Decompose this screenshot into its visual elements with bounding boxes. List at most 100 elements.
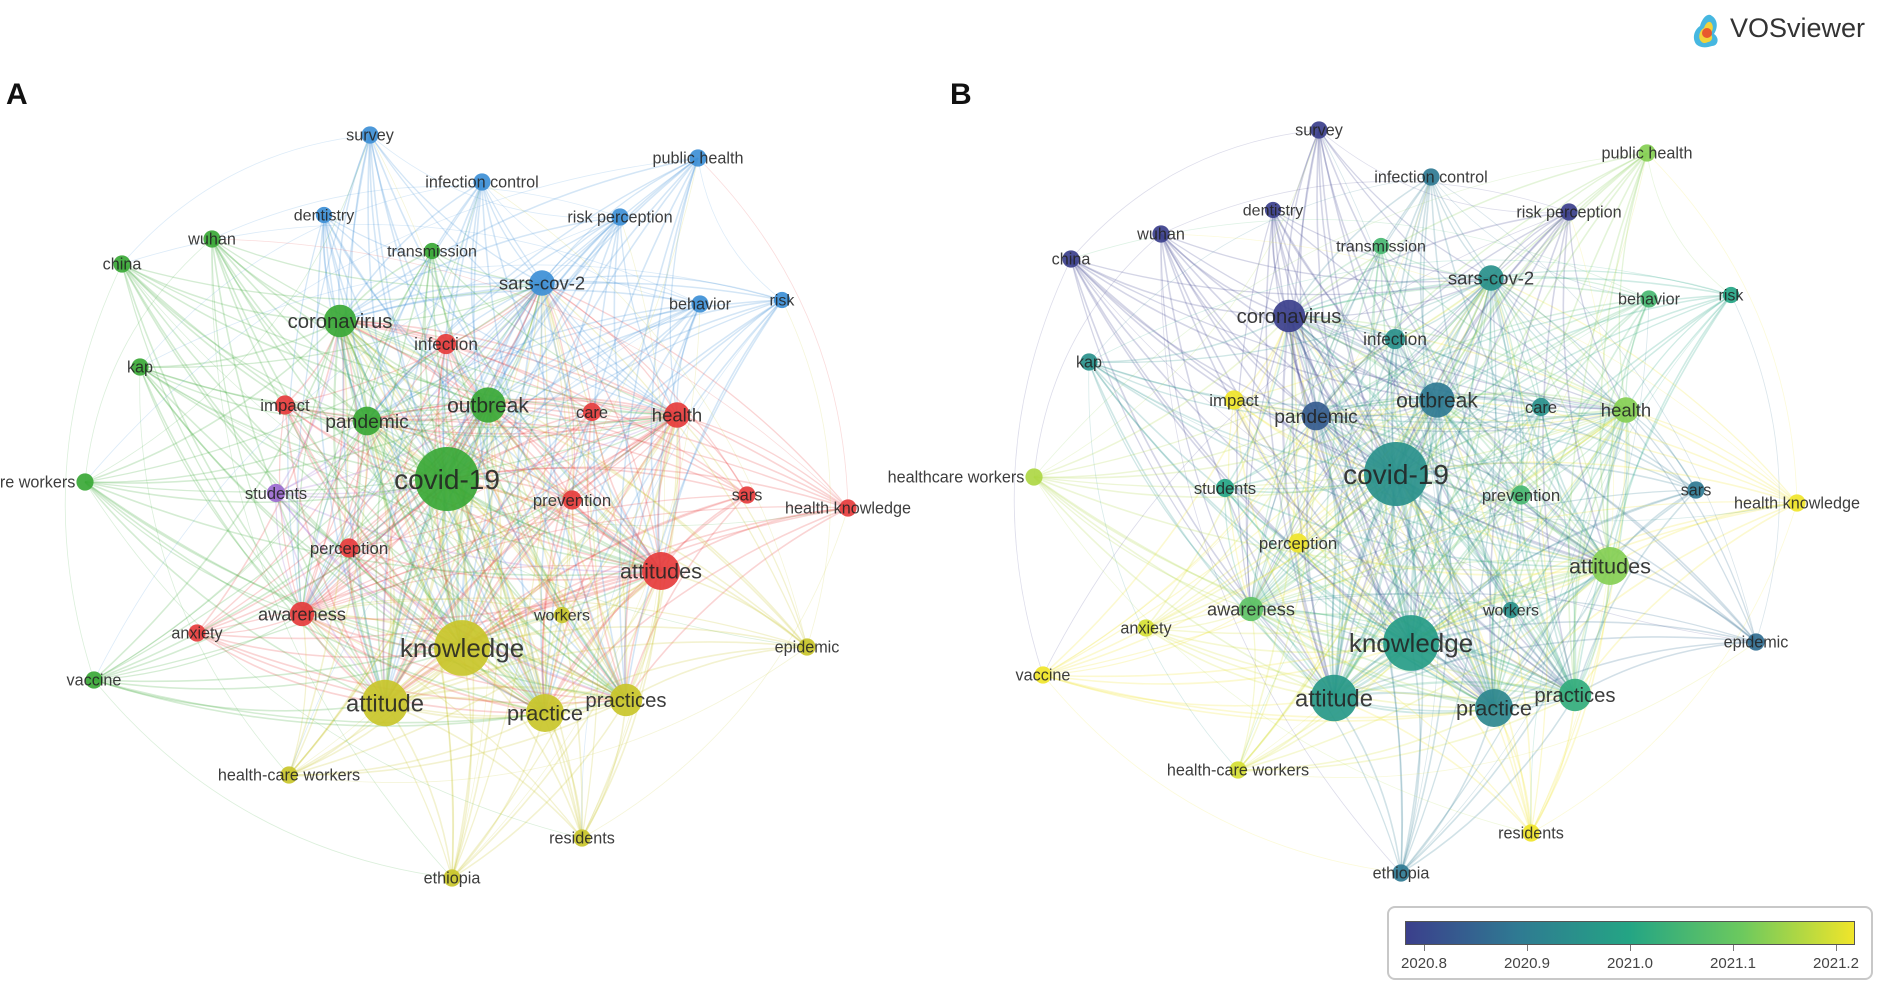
- node-practices[interactable]: [609, 683, 643, 717]
- node-sars[interactable]: [738, 486, 756, 504]
- label-china[interactable]: china: [1052, 251, 1091, 269]
- node-practice[interactable]: [526, 694, 564, 732]
- node-infection[interactable]: [435, 333, 457, 355]
- node-survey[interactable]: [361, 126, 379, 144]
- label-infection-control[interactable]: infection control: [425, 174, 538, 192]
- label-kap[interactable]: kap: [1076, 354, 1102, 372]
- node-china[interactable]: [113, 255, 131, 273]
- label-prevention[interactable]: prevention: [1482, 486, 1560, 505]
- label-covid-19[interactable]: covid-19: [1343, 459, 1449, 490]
- node-coronavirus[interactable]: [1272, 299, 1306, 333]
- label-perception[interactable]: perception: [1259, 534, 1337, 553]
- label-risk-perception[interactable]: risk perception: [1516, 204, 1621, 222]
- node-workers[interactable]: [1502, 601, 1520, 619]
- label-awareness[interactable]: awareness: [258, 604, 346, 624]
- node-prevention[interactable]: [562, 490, 582, 510]
- node-risk-perception[interactable]: [611, 208, 629, 226]
- label-workers[interactable]: workers: [1482, 603, 1539, 620]
- node-kap[interactable]: [1080, 353, 1098, 371]
- label-behavior[interactable]: behavior: [669, 296, 732, 314]
- node-public-health[interactable]: [689, 149, 707, 167]
- label-workers[interactable]: workers: [533, 608, 590, 625]
- label-practices[interactable]: practices: [1534, 685, 1615, 707]
- node-public-health[interactable]: [1638, 144, 1656, 162]
- label-residents[interactable]: residents: [1498, 825, 1564, 843]
- label-epidemic[interactable]: epidemic: [775, 639, 840, 657]
- label-anxiety[interactable]: anxiety: [171, 625, 223, 643]
- node-pandemic[interactable]: [352, 406, 382, 436]
- node-health-care-workers[interactable]: [280, 766, 298, 784]
- label-sars-cov-2[interactable]: sars-cov-2: [1448, 267, 1534, 288]
- label-prevention[interactable]: prevention: [533, 491, 611, 510]
- node-sars-cov-2[interactable]: [529, 270, 555, 296]
- label-china[interactable]: china: [103, 256, 142, 274]
- node-ethiopia[interactable]: [443, 869, 461, 887]
- node-perception[interactable]: [339, 538, 359, 558]
- node-students[interactable]: [266, 483, 286, 503]
- label-health-care-workers[interactable]: health-care workers: [218, 767, 360, 785]
- label-residents[interactable]: residents: [549, 830, 615, 848]
- node-vaccine[interactable]: [85, 671, 103, 689]
- label-survey[interactable]: survey: [346, 127, 395, 145]
- node-transmission[interactable]: [1372, 237, 1390, 255]
- node-health-knowledge[interactable]: [839, 499, 857, 517]
- label-knowledge[interactable]: knowledge: [1349, 628, 1473, 658]
- node-risk[interactable]: [773, 291, 791, 309]
- label-infection-control[interactable]: infection control: [1374, 169, 1487, 187]
- node-epidemic[interactable]: [1747, 633, 1765, 651]
- node-healthcare-workers[interactable]: [76, 473, 94, 491]
- node-knowledge[interactable]: [1383, 615, 1439, 671]
- label-outbreak[interactable]: outbreak: [447, 394, 529, 417]
- node-anxiety[interactable]: [188, 624, 206, 642]
- label-perception[interactable]: perception: [310, 539, 388, 558]
- label-health-knowledge[interactable]: health knowledge: [785, 500, 911, 518]
- node-covid-19[interactable]: [1364, 442, 1428, 506]
- node-residents[interactable]: [1522, 824, 1540, 842]
- node-health-knowledge[interactable]: [1788, 494, 1806, 512]
- node-impact[interactable]: [275, 395, 295, 415]
- label-coronavirus[interactable]: coronavirus: [1237, 306, 1342, 328]
- node-health[interactable]: [664, 402, 690, 428]
- label-behavior[interactable]: behavior: [1618, 291, 1681, 309]
- node-health[interactable]: [1613, 397, 1639, 423]
- label-practice[interactable]: practice: [1456, 696, 1532, 721]
- node-epidemic[interactable]: [798, 638, 816, 656]
- node-infection-control[interactable]: [1422, 168, 1440, 186]
- node-dentistry[interactable]: [315, 206, 333, 224]
- node-china[interactable]: [1062, 250, 1080, 268]
- node-practices[interactable]: [1558, 678, 1592, 712]
- label-health[interactable]: health: [652, 404, 702, 425]
- label-ethiopia[interactable]: ethiopia: [424, 870, 481, 888]
- node-survey[interactable]: [1310, 121, 1328, 139]
- label-pandemic[interactable]: pandemic: [325, 412, 409, 433]
- node-practice[interactable]: [1475, 689, 1513, 727]
- label-sars[interactable]: sars: [1681, 482, 1712, 500]
- label-healthcare-workers[interactable]: healthcare workers: [888, 469, 1025, 487]
- label-infection[interactable]: infection: [1363, 330, 1427, 349]
- label-wuhan[interactable]: wuhan: [1136, 226, 1185, 244]
- node-pandemic[interactable]: [1301, 401, 1331, 431]
- node-risk[interactable]: [1722, 286, 1740, 304]
- node-anxiety[interactable]: [1137, 619, 1155, 637]
- label-care[interactable]: care: [576, 404, 608, 422]
- label-practices[interactable]: practices: [585, 690, 666, 712]
- node-coronavirus[interactable]: [323, 304, 357, 338]
- label-practice[interactable]: practice: [507, 701, 583, 726]
- node-impact[interactable]: [1224, 390, 1244, 410]
- label-care[interactable]: care: [1525, 399, 1557, 417]
- node-wuhan[interactable]: [1152, 225, 1170, 243]
- node-attitudes[interactable]: [1591, 547, 1629, 585]
- node-behavior[interactable]: [1640, 290, 1658, 308]
- label-transmission[interactable]: transmission: [1336, 239, 1426, 256]
- label-students[interactable]: students: [245, 485, 307, 503]
- node-risk-perception[interactable]: [1560, 203, 1578, 221]
- label-public-health[interactable]: public health: [653, 150, 744, 168]
- node-awareness[interactable]: [289, 601, 315, 627]
- label-health-knowledge[interactable]: health knowledge: [1734, 495, 1860, 513]
- label-risk-perception[interactable]: risk perception: [567, 209, 672, 227]
- label-infection[interactable]: infection: [414, 335, 478, 354]
- label-transmission[interactable]: transmission: [387, 244, 477, 261]
- node-attitude[interactable]: [361, 679, 409, 727]
- label-attitude[interactable]: attitude: [1295, 685, 1373, 712]
